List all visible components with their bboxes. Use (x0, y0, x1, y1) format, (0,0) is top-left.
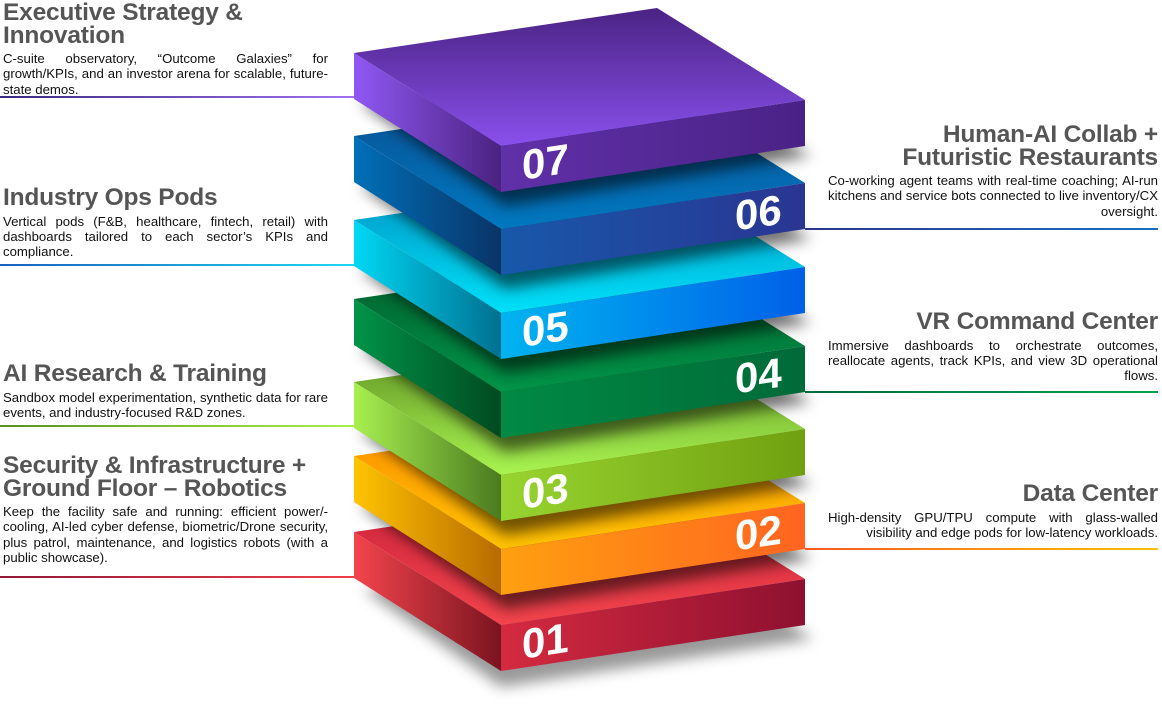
block-description: Sandbox model experimentation, synthetic… (3, 389, 328, 420)
layer-top-face (354, 8, 805, 146)
layer-front-face (501, 346, 805, 438)
block-description: High-density GPU/TPU compute with glass-… (828, 509, 1158, 540)
layer-left-face (354, 53, 501, 192)
layer-front-face (501, 183, 805, 275)
layer-left-face (354, 220, 501, 359)
block-description: Keep the facility safe and running: effi… (3, 504, 328, 566)
layer-left-face (354, 532, 501, 671)
layer-number: 02 (735, 506, 782, 560)
connector-line-04 (805, 391, 1158, 393)
layer-front-face (501, 503, 805, 595)
block-title: Data Center (1022, 480, 1159, 507)
info-block-02: Data Center High-density GPU/TPU compute… (828, 480, 1159, 540)
block-title: Security & Infrastructure + Ground Floor… (3, 452, 306, 502)
layer-number: 05 (522, 302, 569, 356)
block-description: C-suite observatory, “Outcome Galaxies” … (3, 51, 328, 97)
layer-front-face (501, 429, 805, 521)
block-title: Executive Strategy & Innovation (3, 0, 243, 49)
block-title: Industry Ops Pods (3, 184, 218, 211)
connector-line-06 (805, 228, 1158, 230)
info-block-05: Industry Ops Pods Vertical pods (F&B, he… (3, 184, 328, 260)
layer-left-face (354, 456, 501, 595)
block-title: VR Command Center (916, 308, 1158, 335)
layer-front-face (501, 100, 805, 192)
layer-number: 04 (735, 349, 782, 403)
layer-number: 01 (522, 614, 569, 668)
layer-front-face (501, 267, 805, 359)
layer-front-face (501, 579, 805, 671)
connector-line-01 (0, 576, 354, 578)
connector-line-07 (0, 96, 354, 98)
connector-line-02 (805, 548, 1158, 550)
layer-07: 07 (354, 8, 805, 192)
block-title: AI Research & Training (3, 360, 267, 387)
layer-number: 06 (735, 186, 782, 240)
block-title: Human-AI Collab + Futuristic Restaurants (902, 121, 1158, 171)
info-block-04: VR Command Center Immersive dashboards t… (828, 308, 1158, 384)
layer-number: 03 (522, 464, 569, 518)
connector-line-03 (0, 425, 354, 427)
layer-left-face (354, 136, 501, 275)
info-block-07: Executive Strategy & Innovation C-suite … (3, 0, 328, 97)
block-description: Vertical pods (F&B, healthcare, fintech,… (3, 213, 328, 260)
connector-line-05 (0, 264, 354, 266)
info-block-03: AI Research & Training Sandbox model exp… (3, 360, 328, 420)
layer-number: 07 (522, 135, 569, 189)
info-block-01: Security & Infrastructure + Ground Floor… (3, 452, 328, 566)
block-description: Immersive dashboards to orchestrate outc… (828, 337, 1158, 384)
layer-left-face (354, 382, 501, 521)
layer-left-face (354, 299, 501, 438)
block-description: Co-working agent teams with real-time co… (828, 173, 1158, 219)
info-block-06: Human-AI Collab + Futuristic Restaurants… (828, 121, 1158, 219)
